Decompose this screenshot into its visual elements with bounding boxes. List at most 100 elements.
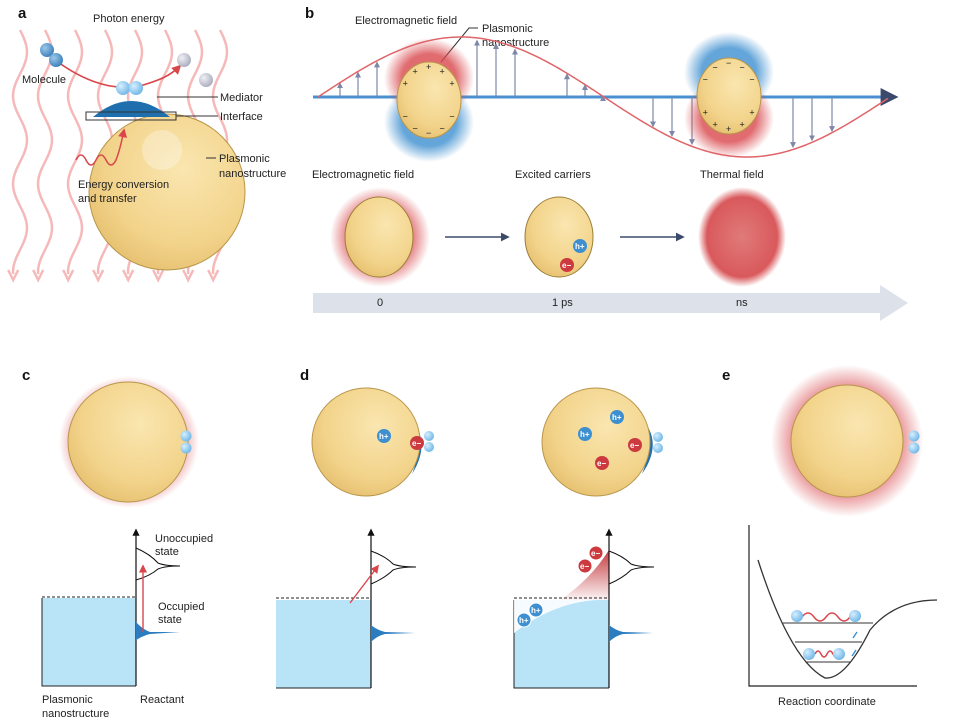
potential-energy-curve: [757, 559, 938, 679]
plasmonic-label-1: Plasmonic: [42, 694, 93, 706]
hole-label: h+: [580, 430, 590, 439]
unoccupied-state-peak: [135, 547, 181, 581]
positive-charge: +: [413, 66, 418, 76]
molecule-atom: [40, 43, 54, 57]
electron-label: e−: [591, 549, 600, 558]
hole-carrier: [610, 410, 624, 424]
electron-label: e−: [597, 459, 606, 468]
hole-label: h+: [612, 413, 622, 422]
photon-arrowhead: [7, 269, 20, 283]
panel-label-b: b: [305, 5, 314, 22]
hot-electron: [588, 545, 604, 561]
energy-label-line2: and transfer: [78, 193, 137, 205]
surface-charges: +++++−−−−−−−−−−+++++: [403, 58, 755, 138]
photon-arrowhead: [122, 269, 135, 283]
photon-energy-label: Photon energy: [93, 13, 165, 25]
reactant-atom: [180, 442, 192, 454]
mediator-layer: [641, 418, 653, 474]
panel-b: b Electromagnetic field Plasmonic nanost…: [305, 5, 899, 162]
photon-arrowhead: [207, 269, 220, 283]
electron-label: e−: [562, 261, 571, 270]
nanoparticle-em: [344, 196, 414, 278]
vibrating-atom: [833, 648, 845, 660]
photon-arrowhead: [92, 269, 105, 283]
reactant-label: Reactant: [140, 694, 184, 706]
band-box: [41, 598, 136, 687]
photon-arrowhead: [62, 269, 75, 283]
plasmonic-label-line1: Plasmonic: [219, 153, 270, 165]
negative-charge: −: [426, 128, 431, 138]
panel-d: d h+ e− h+ h+ e− e−: [276, 367, 663, 689]
negative-charge: −: [403, 112, 408, 122]
plasmonic-label-line2: nanostructure: [219, 168, 286, 180]
molecule-label: Molecule: [22, 74, 66, 86]
occupied-state-peak: [371, 625, 415, 642]
occupied-state-peak: [136, 622, 180, 640]
occupied-label-2: state: [158, 614, 182, 626]
potential-axes: [748, 525, 917, 687]
photon-arrowhead: [182, 269, 195, 283]
unoccupied-label-2: state: [155, 546, 179, 558]
photon-wave: [66, 29, 84, 275]
highlight: [142, 130, 182, 170]
panel-a: a Photon energy Molecule Mediator Interf…: [7, 5, 286, 283]
unoccupied-state-peak: [608, 550, 655, 585]
vibrating-atom: [803, 648, 815, 660]
reactant-atom: [653, 432, 663, 442]
time-1ps: 1 ps: [552, 297, 573, 309]
positive-charge: +: [713, 120, 718, 130]
electron-carrier: [410, 436, 424, 450]
negative-charge: −: [413, 124, 418, 134]
hot-electron: [577, 558, 593, 574]
unoccupied-state-peak: [370, 550, 417, 585]
positive-charge: +: [440, 66, 445, 76]
hole-label: h+: [575, 242, 585, 251]
time-ns: ns: [736, 297, 748, 309]
electron-carrier: [628, 438, 642, 452]
mediator-label: Mediator: [220, 92, 263, 104]
hot-hole: [528, 602, 544, 618]
photon-arrowhead: [152, 269, 165, 283]
occupied-label-1: Occupied: [158, 601, 204, 613]
em-wave: [317, 36, 889, 158]
occupied-state-peak: [609, 625, 653, 642]
molecule-atom: [49, 53, 63, 67]
negative-charge: −: [703, 75, 708, 85]
reaction-coordinate-label: Reaction coordinate: [778, 696, 876, 708]
thermal-field: [698, 187, 786, 287]
time-zero: 0: [377, 297, 383, 309]
product-atom: [177, 53, 191, 67]
panel-label-a: a: [18, 5, 27, 22]
panel-label-e: e: [722, 367, 730, 384]
nanoparticle-carriers: [524, 196, 594, 278]
reaction-path-out: [139, 64, 182, 87]
positive-charge: +: [740, 120, 745, 130]
electron-carrier: [560, 258, 574, 272]
interface-label: Interface: [220, 111, 263, 123]
unoccupied-label-1: Unoccupied: [155, 533, 213, 545]
panel-b-timeline: Electromagnetic field Excited carriers T…: [312, 169, 908, 321]
hole-label: h+: [519, 616, 529, 625]
plasmonic-label-line1: Plasmonic: [482, 23, 533, 35]
excitation-tick: [852, 631, 858, 639]
reactant-atom: [180, 430, 192, 442]
vibration-wave: [801, 612, 851, 622]
time-axis: [313, 285, 908, 321]
positive-charge: +: [403, 79, 408, 89]
reactant-atom: [424, 442, 434, 452]
hole-carrier: [377, 429, 391, 443]
electron-label: e−: [412, 439, 421, 448]
negative-charge: −: [726, 58, 731, 68]
nanoparticle-1: [396, 61, 462, 139]
stage-label-thermal: Thermal field: [700, 169, 764, 181]
nanoparticle: [790, 384, 904, 498]
filled-states: [42, 598, 136, 686]
adsorbed-atom: [129, 81, 143, 95]
hole-carrier: [578, 427, 592, 441]
excitation-tick: [851, 649, 857, 657]
negative-charge: −: [749, 75, 754, 85]
stage-label-em: Electromagnetic field: [312, 169, 414, 181]
excitation-arrow: [349, 564, 380, 604]
negative-charge: −: [440, 124, 445, 134]
positive-charge: +: [426, 62, 431, 72]
